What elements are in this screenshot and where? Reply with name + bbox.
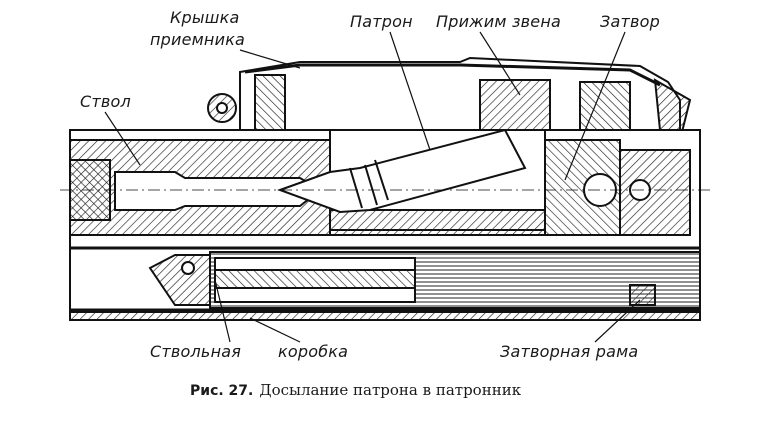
label-link-clamp: Прижим звена <box>436 12 562 31</box>
label-receiver-cover-line2: приемника <box>150 30 246 49</box>
label-barrel: Ствол <box>80 92 131 111</box>
caption-text: Досылание патрона в патронник <box>259 381 522 399</box>
label-bolt: Затвор <box>600 12 660 31</box>
label-receiver-cover-line1: Крышка <box>170 8 240 27</box>
label-bolt-carrier: Затворная рама <box>500 342 639 361</box>
label-cartridge: Патрон <box>350 12 413 31</box>
label-receiver-line2: коробка <box>278 342 349 361</box>
cartridge-shape <box>277 128 527 214</box>
figure-number: Рис. 27. <box>190 383 254 399</box>
figure-caption: Рис. 27. Досылание патрона в патронник <box>190 381 521 399</box>
label-receiver-line1: Ствольная <box>150 342 242 361</box>
